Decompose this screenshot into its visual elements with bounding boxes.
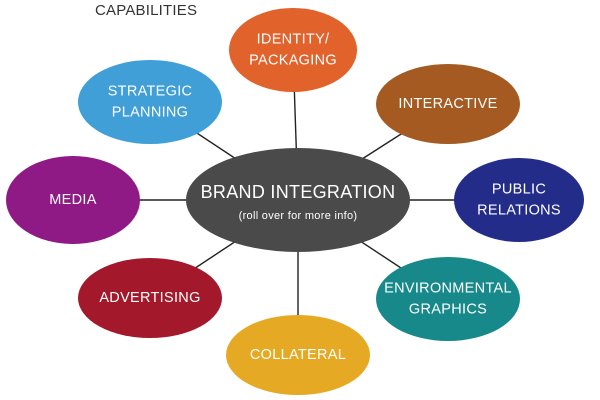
node-strategic-planning[interactable]: STRATEGIC PLANNING (78, 60, 222, 144)
node-label-environmental-graphics: GRAPHICS (409, 301, 487, 317)
node-ellipse-collateral (226, 315, 370, 395)
node-label-media: MEDIA (49, 192, 96, 208)
node-label-strategic-planning: STRATEGIC (108, 83, 193, 99)
node-ellipse-identity-packaging (229, 8, 357, 92)
node-identity-packaging[interactable]: IDENTITY/PACKAGING (229, 8, 357, 92)
node-environmental-graphics[interactable]: ENVIRONMENTAL GRAPHICS (376, 257, 520, 341)
center-title: BRAND INTEGRATION (201, 182, 396, 202)
center-subtitle: (roll over for more info) (239, 210, 358, 222)
node-label-strategic-planning: PLANNING (112, 104, 189, 120)
diagram-heading: CAPABILITIES (95, 2, 198, 19)
node-label-environmental-graphics: ENVIRONMENTAL (384, 280, 512, 296)
node-label-interactive: INTERACTIVE (398, 96, 497, 112)
center-node[interactable]: BRAND INTEGRATION (roll over for more in… (186, 148, 410, 252)
center-ellipse (186, 148, 410, 252)
node-ellipse-public-relations (454, 158, 584, 242)
node-label-public-relations: RELATIONS (477, 202, 561, 218)
node-ellipse-interactive (376, 64, 520, 144)
node-ellipse-advertising (78, 258, 222, 338)
node-label-identity-packaging: IDENTITY/ (257, 31, 330, 47)
node-collateral[interactable]: COLLATERAL (226, 315, 370, 395)
nodes: IDENTITY/PACKAGING INTERACTIVE PUBLIC RELAT… (6, 8, 584, 395)
node-public-relations[interactable]: PUBLIC RELATIONS (454, 158, 584, 242)
node-label-advertising: ADVERTISING (99, 290, 200, 306)
node-ellipse-strategic-planning (78, 60, 222, 144)
node-interactive[interactable]: INTERACTIVE (376, 64, 520, 144)
node-ellipse-media (6, 156, 140, 244)
node-ellipse-environmental-graphics (376, 257, 520, 341)
node-label-collateral: COLLATERAL (250, 347, 346, 363)
node-label-public-relations: PUBLIC (492, 181, 546, 197)
node-label-identity-packaging: PACKAGING (249, 52, 337, 68)
node-advertising[interactable]: ADVERTISING (78, 258, 222, 338)
node-media[interactable]: MEDIA (6, 156, 140, 244)
